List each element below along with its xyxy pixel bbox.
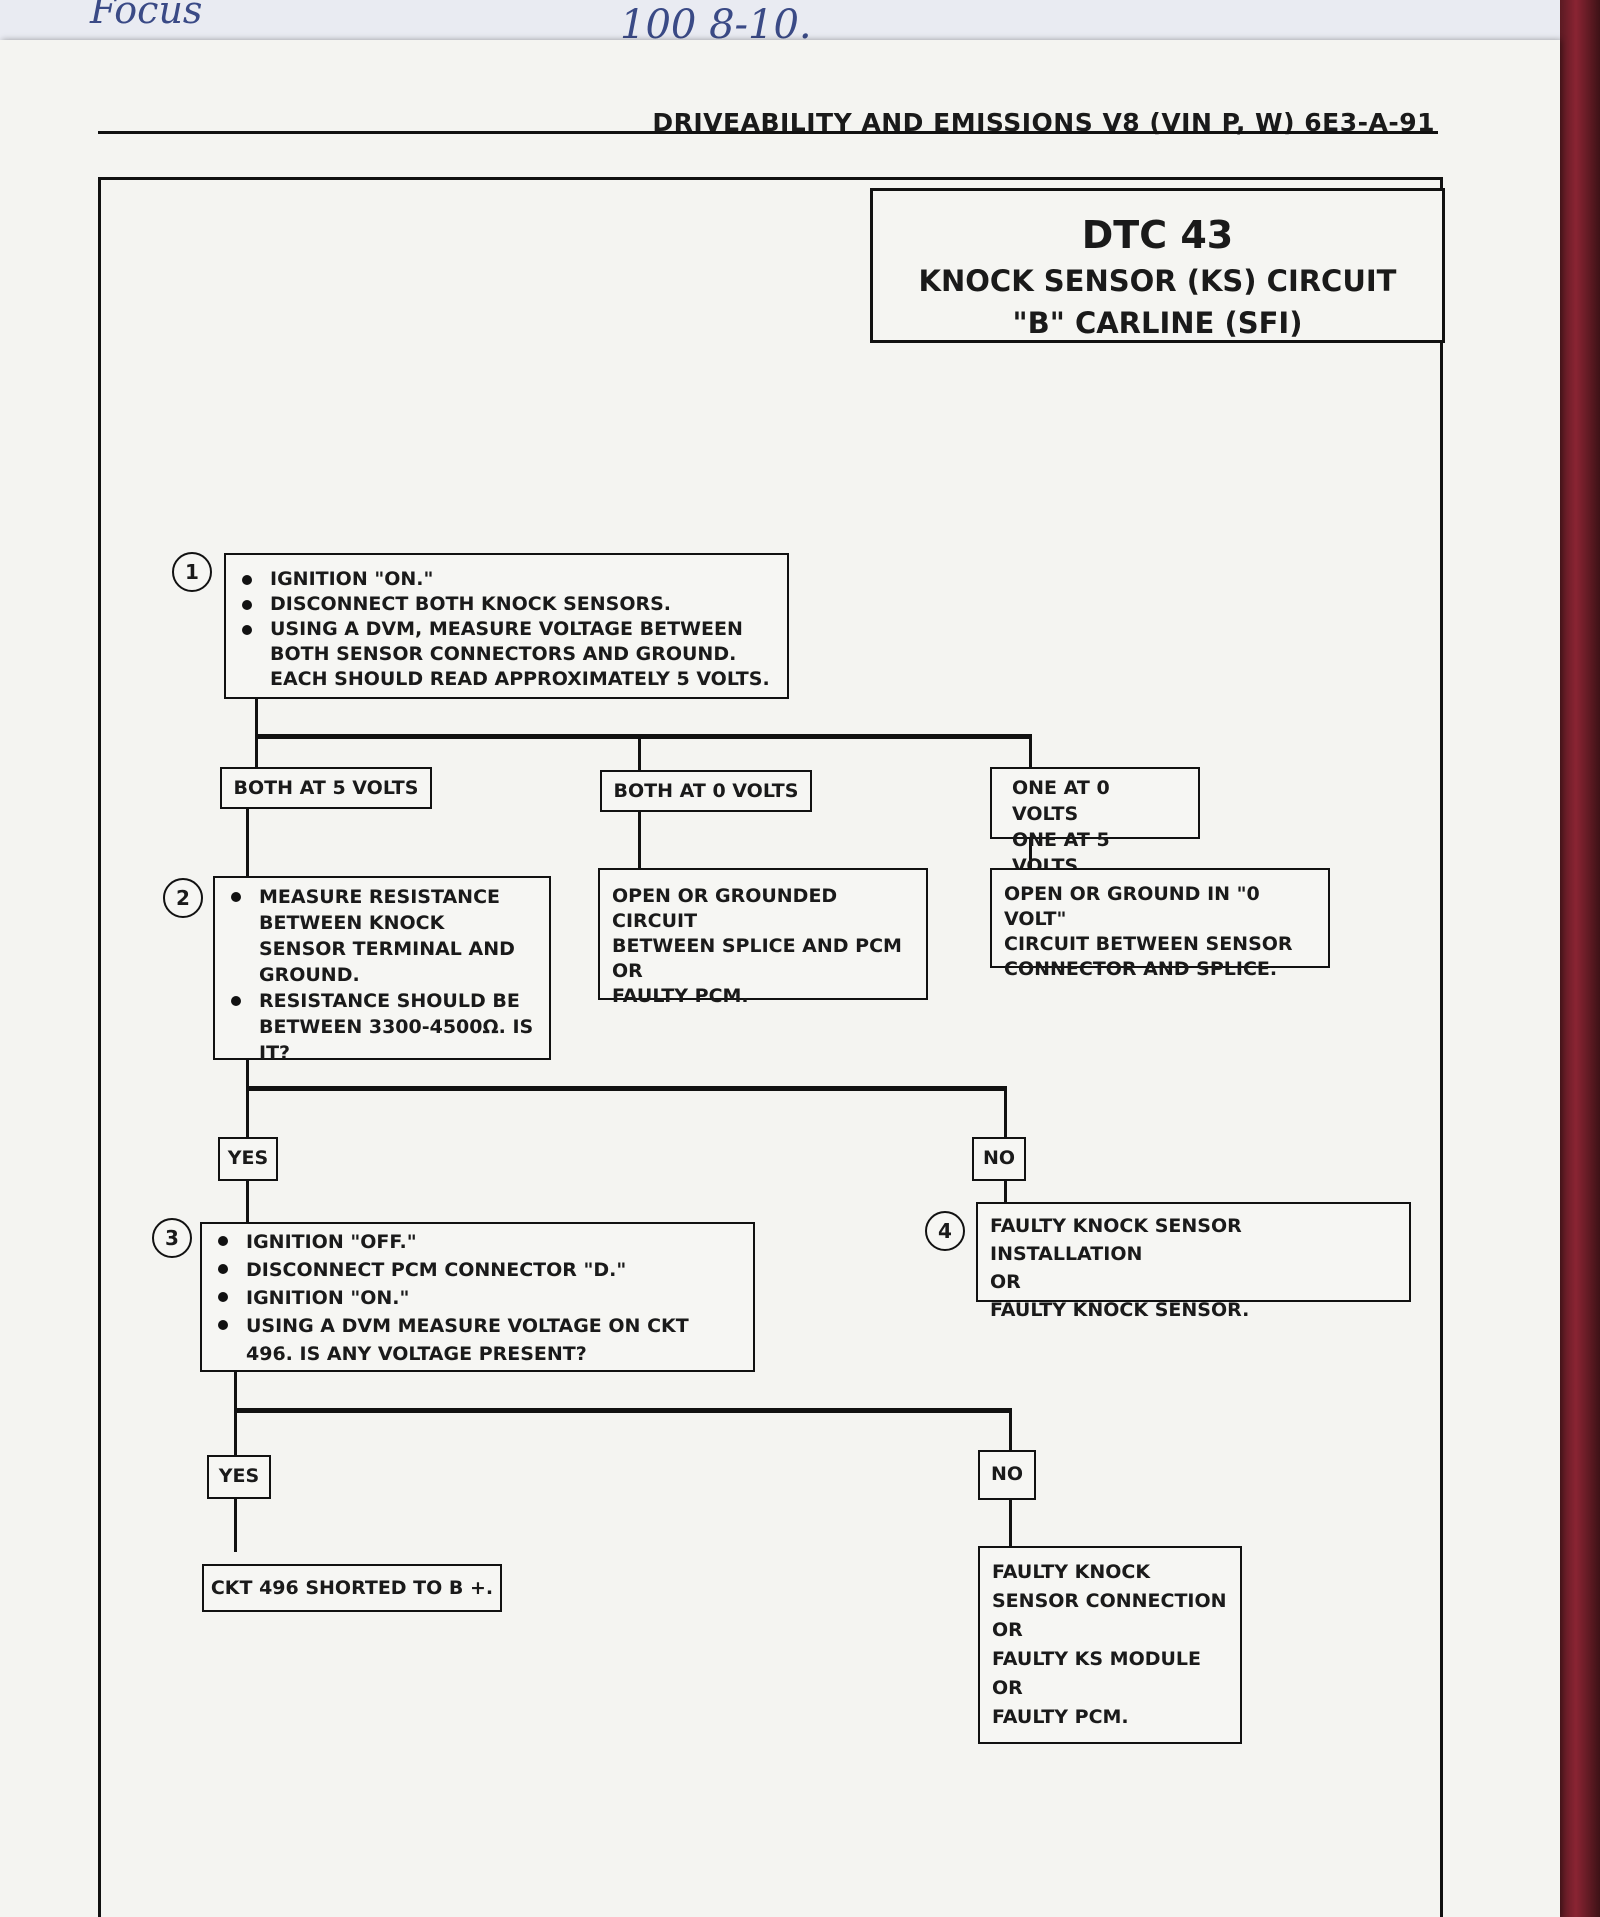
- result-line: OPEN OR GROUNDED CIRCUIT: [612, 885, 838, 932]
- result-line: SENSOR CONNECTION: [992, 1590, 1227, 1612]
- connector-line: [234, 1408, 1012, 1413]
- step-4-number: 4: [925, 1211, 965, 1251]
- result-line: FAULTY PCM.: [612, 985, 749, 1007]
- result-line: FAULTY KS MODULE: [992, 1648, 1202, 1670]
- bullet-icon: [242, 625, 252, 635]
- connector-line: [255, 734, 258, 772]
- answer-one-0-one-5: ONE AT 0 VOLTS ONE AT 5 VOLTS: [990, 767, 1200, 877]
- connector-line: [1009, 1498, 1012, 1548]
- connector-line: [638, 734, 641, 774]
- bullet-icon: [231, 996, 241, 1006]
- step-1-text: DISCONNECT BOTH KNOCK SENSORS.: [270, 593, 672, 615]
- answer-both-0-volts: BOTH AT 0 VOLTS: [600, 770, 812, 812]
- step-1-text: IGNITION "ON.": [270, 568, 434, 590]
- step-2-item: RESISTANCE SHOULD BE BETWEEN 3300-4500Ω.…: [227, 988, 537, 1066]
- bullet-icon: [218, 1236, 228, 1246]
- answer-yes: YES: [218, 1137, 278, 1181]
- bullet-icon: [242, 575, 252, 585]
- answer-no: NO: [972, 1137, 1026, 1181]
- dtc-title-box: DTC 43 KNOCK SENSOR (KS) CIRCUIT "B" CAR…: [870, 188, 1445, 343]
- answer-yes: YES: [207, 1455, 271, 1499]
- step-1-box: IGNITION "ON." DISCONNECT BOTH KNOCK SEN…: [224, 553, 789, 699]
- connector-line: [246, 1180, 249, 1224]
- step-3-text: IGNITION "OFF.": [246, 1231, 417, 1253]
- connector-line: [1004, 1086, 1007, 1144]
- result-line: FAULTY PCM.: [992, 1706, 1129, 1728]
- connector-line: [246, 1060, 249, 1088]
- handwritten-note-left: Focus: [90, 0, 203, 32]
- connector-line: [1029, 734, 1032, 770]
- connector-line: [246, 808, 249, 878]
- answer-no: NO: [978, 1450, 1036, 1500]
- flowchart-frame: [98, 177, 1443, 1917]
- step-2-box: MEASURE RESISTANCE BETWEEN KNOCK SENSOR …: [213, 876, 551, 1064]
- bullet-icon: [242, 600, 252, 610]
- step-2-text: RESISTANCE SHOULD BE BETWEEN 3300-4500Ω.…: [259, 990, 534, 1064]
- step-3-item: DISCONNECT PCM CONNECTOR "D.": [214, 1256, 741, 1284]
- step-3-text: DISCONNECT PCM CONNECTOR "D.": [246, 1259, 627, 1281]
- step-4-line: FAULTY KNOCK SENSOR.: [990, 1299, 1250, 1321]
- connector-line: [1004, 1180, 1007, 1204]
- answer-both-5-volts: BOTH AT 5 VOLTS: [220, 767, 432, 809]
- connector-line: [255, 697, 258, 737]
- dtc-title-line1: KNOCK SENSOR (KS) CIRCUIT: [918, 264, 1397, 298]
- step-4-box: FAULTY KNOCK SENSOR INSTALLATION OR FAUL…: [976, 1202, 1411, 1321]
- result-line: FAULTY KNOCK: [992, 1561, 1151, 1583]
- bullet-icon: [218, 1264, 228, 1274]
- step-3-item: IGNITION "ON.": [214, 1284, 741, 1312]
- bullet-icon: [231, 892, 241, 902]
- result-line: CIRCUIT BETWEEN SENSOR: [1004, 933, 1293, 955]
- connector-line: [246, 1086, 1006, 1091]
- connector-line: [1029, 838, 1032, 870]
- step-4-line: OR: [990, 1271, 1021, 1293]
- step-1-text: USING A DVM, MEASURE VOLTAGE BETWEEN BOT…: [270, 618, 770, 690]
- bullet-icon: [218, 1292, 228, 1302]
- step-2-text: MEASURE RESISTANCE BETWEEN KNOCK SENSOR …: [259, 886, 515, 986]
- step-3-item: IGNITION "OFF.": [214, 1228, 741, 1256]
- connector-line: [234, 1496, 237, 1552]
- connector-line: [255, 734, 1032, 739]
- header-rule: [98, 131, 1438, 134]
- result-line: OR: [612, 960, 643, 982]
- connector-line: [234, 1370, 237, 1410]
- result-one-volt-box: OPEN OR GROUND IN "0 VOLT" CIRCUIT BETWE…: [990, 868, 1330, 980]
- result-shorted-box: CKT 496 SHORTED TO B +.: [202, 1564, 502, 1612]
- step-1-item: DISCONNECT BOTH KNOCK SENSORS.: [238, 592, 775, 617]
- connector-line: [1009, 1408, 1012, 1458]
- red-binder-edge: [1560, 0, 1600, 1917]
- connector-line: [638, 810, 641, 870]
- dtc-code: DTC 43: [1081, 213, 1234, 257]
- result-line: CONNECTOR AND SPLICE.: [1004, 958, 1278, 980]
- result-both-0-box: OPEN OR GROUNDED CIRCUIT BETWEEN SPLICE …: [598, 868, 928, 1007]
- step-1-item: IGNITION "ON.": [238, 567, 775, 592]
- step-3-box: IGNITION "OFF." DISCONNECT PCM CONNECTOR…: [200, 1222, 755, 1372]
- dtc-title-line2: "B" CARLINE (SFI): [1012, 306, 1303, 340]
- step-2-number: 2: [163, 878, 203, 918]
- result-line: BETWEEN SPLICE AND PCM: [612, 935, 902, 957]
- bullet-icon: [218, 1320, 228, 1330]
- step-3-text: USING A DVM MEASURE VOLTAGE ON CKT 496. …: [246, 1315, 689, 1365]
- result-line: OPEN OR GROUND IN "0 VOLT": [1004, 883, 1260, 930]
- step-3-number: 3: [152, 1218, 192, 1258]
- step-1-number: 1: [172, 552, 212, 592]
- result-final-box: FAULTY KNOCK SENSOR CONNECTION OR FAULTY…: [978, 1546, 1242, 1744]
- step-3-item: USING A DVM MEASURE VOLTAGE ON CKT 496. …: [214, 1312, 741, 1368]
- step-4-line: FAULTY KNOCK SENSOR INSTALLATION: [990, 1215, 1242, 1265]
- step-3-text: IGNITION "ON.": [246, 1287, 410, 1309]
- result-line: OR: [992, 1677, 1023, 1699]
- step-1-item: USING A DVM, MEASURE VOLTAGE BETWEEN BOT…: [238, 617, 775, 692]
- connector-line: [234, 1408, 237, 1458]
- answer-one-0: ONE AT 0 VOLTS: [1012, 777, 1110, 825]
- result-line: OR: [992, 1619, 1023, 1641]
- connector-line: [246, 1086, 249, 1144]
- step-2-item: MEASURE RESISTANCE BETWEEN KNOCK SENSOR …: [227, 884, 537, 988]
